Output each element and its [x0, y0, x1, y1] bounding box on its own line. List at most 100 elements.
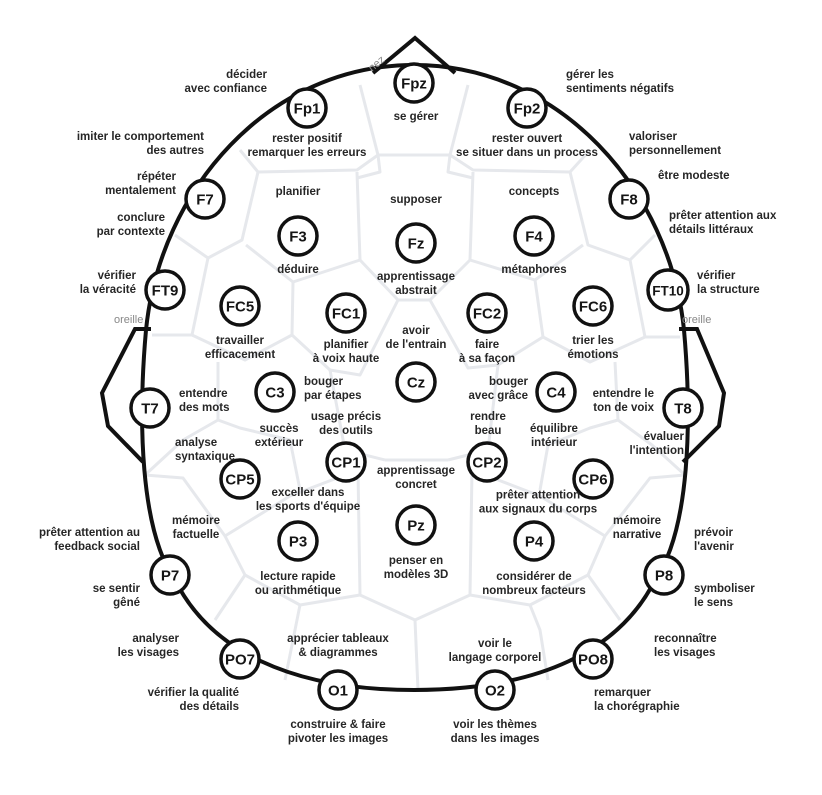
region-border [568, 171, 631, 262]
region-border [356, 84, 382, 180]
region-border [217, 418, 302, 491]
region-border [449, 148, 592, 174]
electrode-circle [393, 62, 435, 104]
electrode-label: FT9 [152, 283, 179, 300]
electrode-circle [325, 441, 367, 483]
electrode-circle [535, 371, 577, 413]
electrode-pz: Pz [395, 504, 437, 546]
electrode-circle [286, 87, 328, 129]
electrode-circle [277, 520, 319, 562]
electrode-label: P3 [289, 534, 307, 551]
function-label-f8: être modeste [658, 170, 730, 182]
electrode-circle [513, 520, 555, 562]
region-border [533, 279, 646, 364]
electrode-label: Fp2 [514, 101, 541, 118]
electrode-label: Pz [407, 518, 425, 535]
electrode-circle [572, 458, 614, 500]
electrode-circle [513, 215, 555, 257]
region-border [207, 171, 260, 260]
electrode-circle [572, 285, 614, 327]
electrode-circle [149, 554, 191, 596]
electrode-circle [129, 387, 171, 429]
ear-left-annotation: oreille [114, 314, 143, 326]
electrode-label: FC1 [332, 306, 360, 323]
electrode-o1: O1 [317, 669, 359, 711]
electrode-label: P7 [161, 568, 179, 585]
function-label-o1: apprécier tableaux& diagrammes [287, 633, 389, 659]
region-border [468, 171, 584, 282]
region-border [528, 604, 550, 681]
electrode-fpz: Fpz [393, 62, 435, 104]
ear-right-annotation: oreille [682, 314, 711, 326]
electrode-circle [643, 554, 685, 596]
region-border [538, 418, 619, 491]
function-label-f3: déduire [277, 264, 319, 276]
electrode-label: O1 [328, 683, 348, 700]
electrode-label: FT10 [652, 284, 684, 299]
electrode-circle [662, 387, 704, 429]
region-border [468, 469, 589, 607]
electrode-circle [219, 638, 261, 680]
electrode-circle [466, 441, 508, 483]
electrode-circle [395, 504, 437, 546]
function-label-f4: concepts [509, 186, 560, 198]
electrode-label: FC6 [579, 299, 607, 316]
region-border [358, 258, 472, 302]
electrode-circle [219, 285, 261, 327]
ear-left-outline [99, 327, 151, 464]
electrode-fp1: Fp1 [286, 87, 328, 129]
electrode-circle [277, 215, 319, 257]
electrode-fc1: FC1 [325, 292, 367, 334]
electrode-label: O2 [485, 683, 505, 700]
electrode-circle [219, 458, 261, 500]
region-border [290, 299, 400, 377]
electrode-circle [608, 178, 650, 220]
electrode-cp1: CP1 [325, 441, 367, 483]
electrode-label: F8 [620, 192, 638, 209]
electrode-label: CP5 [225, 472, 254, 489]
electrode-f7: F7 [184, 178, 226, 220]
electrode-label: CP6 [578, 472, 607, 489]
electrode-label: C4 [546, 385, 566, 402]
electrode-f4: F4 [513, 215, 555, 257]
electrode-label: Fp1 [294, 101, 321, 118]
electrode-fc6: FC6 [572, 285, 614, 327]
electrode-circle [317, 669, 359, 711]
region-border [283, 604, 302, 681]
region-border [428, 299, 544, 370]
region-grid [143, 84, 687, 691]
electrode-ft10: FT10 [646, 268, 690, 312]
electrode-po7: PO7 [219, 638, 261, 680]
electrode-label: P8 [655, 568, 673, 585]
electrode-label: CP1 [331, 455, 360, 472]
electrode-label: F7 [196, 192, 214, 209]
electrode-cz: Cz [395, 361, 437, 403]
region-border [245, 171, 362, 284]
electrode-circle [144, 269, 186, 311]
electrode-p3: P3 [277, 520, 319, 562]
electrode-label: PO8 [578, 652, 608, 669]
